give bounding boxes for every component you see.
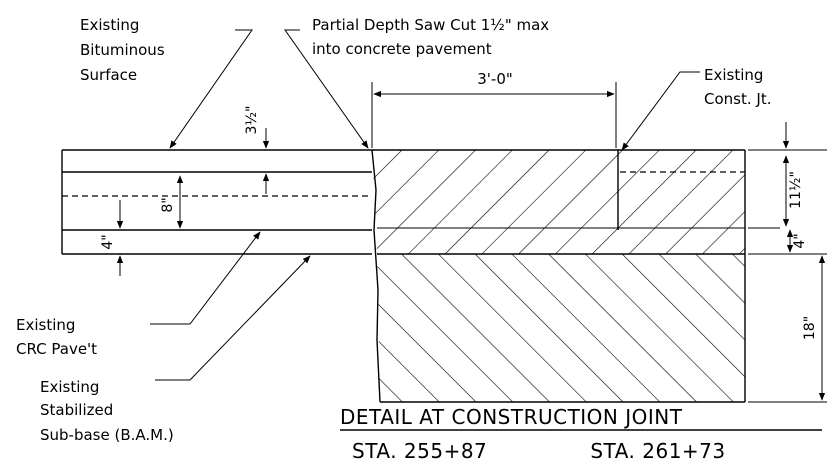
- dim-3ft-text: 3'-0": [477, 70, 513, 88]
- svg-text:Stabilized: Stabilized: [40, 401, 113, 419]
- station-left: STA. 255+87: [352, 439, 487, 463]
- svg-text:CRC Pave't: CRC Pave't: [16, 340, 97, 358]
- label-const-joint: Existing Const. Jt.: [704, 66, 771, 108]
- dimension-bituminous: 3½": [244, 106, 270, 194]
- svg-text:Const. Jt.: Const. Jt.: [704, 90, 771, 108]
- svg-text:into concrete pavement: into concrete pavement: [312, 40, 492, 58]
- right-new-pavement: [371, 149, 746, 403]
- dim-crc-text: 8": [160, 197, 176, 212]
- svg-text:Existing: Existing: [80, 16, 139, 34]
- dimension-crc: 8": [160, 175, 184, 229]
- leaders: [150, 29, 700, 381]
- title-block: DETAIL AT CONSTRUCTION JOINT STA. 255+87…: [340, 405, 822, 463]
- label-saw-cut: Partial Depth Saw Cut 1½" max into concr…: [312, 16, 549, 58]
- label-crc: Existing CRC Pave't: [16, 316, 97, 358]
- dim-left4-text: 4": [100, 234, 116, 249]
- label-subbase: Existing Stabilized Sub-base (B.A.M.): [40, 378, 174, 444]
- svg-text:Sub-base (B.A.M.): Sub-base (B.A.M.): [40, 426, 174, 444]
- title-main: DETAIL AT CONSTRUCTION JOINT: [340, 405, 683, 429]
- dimension-left-4in: 4": [100, 200, 124, 276]
- dimension-3ft: 3'-0": [371, 70, 617, 148]
- svg-text:Existing: Existing: [40, 378, 99, 396]
- svg-text:Partial Depth Saw Cut 1½" max: Partial Depth Saw Cut 1½" max: [312, 16, 549, 34]
- dim-right4-text: 4": [792, 233, 808, 248]
- svg-text:Existing: Existing: [16, 316, 75, 334]
- svg-text:Existing: Existing: [704, 66, 763, 84]
- svg-text:Surface: Surface: [80, 66, 137, 84]
- dim-18in-text: 18": [802, 316, 818, 340]
- label-bituminous: Existing Bituminous Surface: [80, 16, 165, 84]
- station-right: STA. 261+73: [590, 439, 725, 463]
- svg-text:Bituminous: Bituminous: [80, 41, 165, 59]
- dim-11-5-text: 11½": [788, 171, 804, 209]
- left-existing-layers: [61, 149, 372, 255]
- dim-bit-text: 3½": [244, 106, 260, 135]
- dimension-right: 11½" 4" 18": [748, 122, 827, 403]
